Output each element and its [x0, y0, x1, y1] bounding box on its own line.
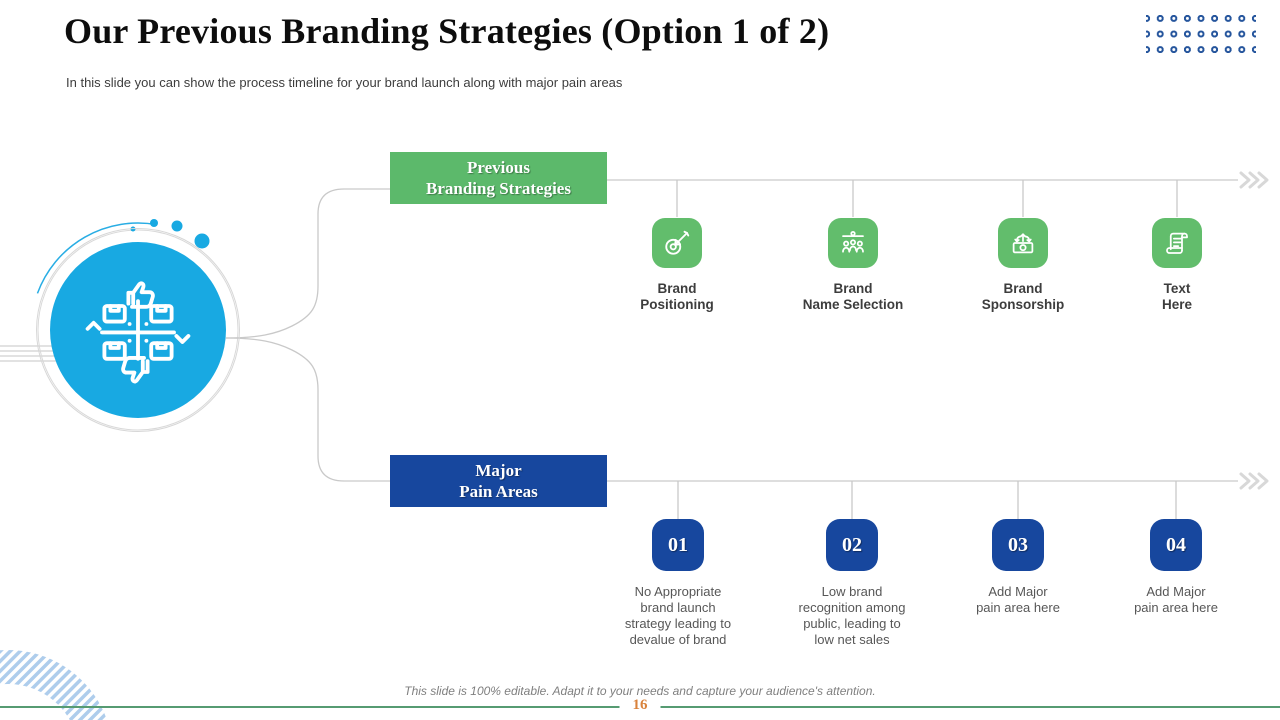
pain-number-tile[interactable]: 04 [1150, 519, 1202, 571]
bottom-timeline [607, 480, 1238, 519]
pain-text: Low brand recognition among public, lead… [798, 584, 906, 648]
pain-number: 03 [1008, 533, 1028, 556]
top-timeline [607, 179, 1238, 217]
pain-number-tile[interactable]: 03 [992, 519, 1044, 571]
major-pain-areas-label: Major Pain Areas [459, 460, 538, 501]
pain-area-item-01: 01 No Appropriate brand launch strategy … [590, 519, 766, 648]
team-structure-icon [842, 230, 864, 253]
pain-number: 01 [668, 533, 688, 556]
previous-branding-strategies-label: Previous Branding Strategies [426, 157, 571, 198]
product-distribution-icon [85, 281, 191, 384]
bottom-arrow-chevrons-icon [1239, 472, 1269, 490]
editable-note: This slide is 100% editable. Adapt it to… [404, 684, 876, 698]
brand-sponsorship-tile[interactable] [998, 218, 1048, 268]
strategy-label: Brand Sponsorship [981, 281, 1065, 313]
major-pain-areas-header[interactable]: Major Pain Areas [390, 455, 607, 507]
page-title: Our Previous Branding Strategies (Option… [64, 11, 830, 51]
strategy-label: Brand Name Selection [802, 281, 904, 313]
circle-outer-ring [36, 228, 240, 432]
pain-number: 02 [842, 533, 862, 556]
pain-text: No Appropriate brand launch strategy lea… [624, 584, 732, 648]
pain-number-tile[interactable]: 01 [652, 519, 704, 571]
strategy-label: Brand Positioning [640, 281, 714, 313]
strategy-item-text-here: Text Here [1092, 218, 1262, 314]
pain-area-item-02: 02 Low brand recognition among public, l… [764, 519, 940, 648]
strategy-item-brand-sponsorship: Brand Sponsorship [938, 218, 1108, 314]
striped-arc-decoration [0, 650, 107, 720]
strategy-item-brand-positioning: Brand Positioning [592, 218, 762, 314]
dot-grid-decoration [1146, 10, 1256, 58]
page-subtitle: In this slide you can show the process t… [66, 75, 623, 90]
brand-positioning-tile[interactable] [652, 218, 702, 268]
target-dart-icon [665, 230, 690, 255]
pain-area-item-04: 04 Add Major pain area here [1088, 519, 1264, 616]
top-arrow-chevrons-icon [1239, 171, 1269, 189]
page-number: 16 [619, 697, 661, 714]
strategy-item-brand-name-selection: Brand Name Selection [768, 218, 938, 314]
money-flow-icon [1012, 233, 1034, 254]
brand-launch-circle[interactable] [50, 242, 226, 418]
pain-text: Add Major pain area here [976, 584, 1060, 616]
pain-number: 04 [1166, 533, 1186, 556]
pain-number-tile[interactable]: 02 [826, 519, 878, 571]
previous-branding-strategies-header[interactable]: Previous Branding Strategies [390, 152, 607, 204]
pain-text: Add Major pain area here [1134, 584, 1218, 616]
brand-name-selection-tile[interactable] [828, 218, 878, 268]
strategy-label: Text Here [1161, 281, 1193, 313]
text-here-tile[interactable] [1152, 218, 1202, 268]
pain-area-item-03: 03 Add Major pain area here [930, 519, 1106, 616]
scroll-document-icon [1166, 232, 1188, 254]
bracket-connector [225, 188, 390, 482]
